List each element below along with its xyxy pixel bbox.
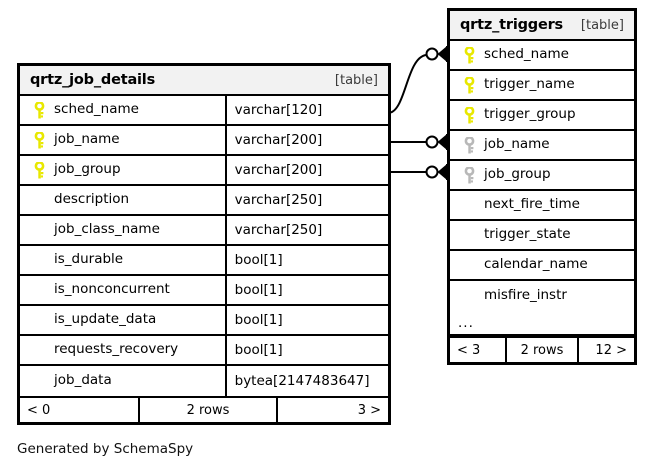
foreign-key-icon	[458, 136, 480, 154]
table-row[interactable]: trigger_state	[450, 221, 634, 251]
column-type-cell: varchar[250]	[224, 186, 388, 214]
column-name-label: job_class_name	[54, 221, 160, 238]
column-name-label: description	[54, 191, 130, 208]
table-row[interactable]: is_durable bool[1]	[20, 246, 388, 276]
next-page-button[interactable]: 3 >	[276, 398, 388, 422]
table-row[interactable]: next_fire_time	[450, 191, 634, 221]
column-type-cell: bytea[2147483647]	[224, 366, 388, 396]
column-name-cell: misfire_instr	[450, 281, 634, 311]
table-row[interactable]: job_class_name varchar[250]	[20, 216, 388, 246]
column-name-cell: trigger_name	[450, 71, 634, 99]
table-footer: < 0 2 rows 3 >	[20, 396, 388, 422]
column-type-cell: bool[1]	[224, 306, 388, 334]
column-name-label: is_update_data	[54, 311, 157, 328]
column-name-cell: calendar_name	[450, 251, 634, 279]
next-page-button[interactable]: 12 >	[577, 338, 634, 362]
column-name-label: sched_name	[484, 46, 569, 63]
column-name-cell: job_class_name	[20, 216, 225, 244]
more-columns-indicator: ...	[450, 311, 634, 336]
primary-key-icon	[28, 101, 50, 119]
foreign-key-icon	[458, 166, 480, 184]
table-title: qrtz_triggers	[460, 17, 563, 33]
table-header: qrtz_job_details [table]	[20, 66, 388, 96]
table-row[interactable]: misfire_instr	[450, 281, 634, 311]
column-type-cell: varchar[120]	[224, 96, 388, 124]
table-row[interactable]: is_nonconcurrent bool[1]	[20, 276, 388, 306]
column-name-cell: is_nonconcurrent	[20, 276, 225, 304]
row-count-label: 2 rows	[138, 398, 276, 422]
table-row[interactable]: is_update_data bool[1]	[20, 306, 388, 336]
table-columns: sched_name trigger_name trigger_group job_n…	[450, 41, 634, 311]
column-name-label: trigger_name	[484, 76, 575, 93]
column-type-cell: varchar[200]	[224, 156, 388, 184]
prev-page-button[interactable]: < 3	[457, 342, 481, 358]
primary-key-icon	[458, 46, 480, 64]
column-name-label: calendar_name	[484, 256, 588, 273]
column-name-label: job_name	[484, 136, 550, 153]
table-title: qrtz_job_details	[30, 72, 156, 88]
relationship-job-group	[388, 164, 448, 180]
relationship-sched-name	[387, 46, 448, 114]
column-name-label: is_durable	[54, 251, 124, 268]
primary-key-icon	[458, 106, 480, 124]
column-name-cell: trigger_group	[450, 101, 634, 129]
primary-key-icon	[458, 76, 480, 94]
column-type-cell: bool[1]	[224, 246, 388, 274]
column-name-cell: sched_name	[20, 96, 225, 124]
table-kind-label: [table]	[334, 72, 378, 88]
column-name-label: requests_recovery	[54, 341, 179, 358]
table-columns: sched_name varchar[120] job_name varchar[20…	[20, 96, 388, 396]
column-name-cell: is_update_data	[20, 306, 225, 334]
column-name-label: trigger_group	[484, 106, 576, 123]
table-row[interactable]: sched_name varchar[120]	[20, 96, 388, 126]
table-row[interactable]: job_group varchar[200]	[20, 156, 388, 186]
column-name-cell: job_group	[450, 161, 634, 189]
table-row[interactable]: trigger_name	[450, 71, 634, 101]
column-name-cell: job_name	[450, 131, 634, 159]
column-name-label: trigger_state	[484, 226, 571, 243]
table-footer: < 3 2 rows 12 >	[450, 336, 634, 362]
table-row[interactable]: calendar_name	[450, 251, 634, 281]
column-name-cell: description	[20, 186, 225, 214]
column-name-label: job_name	[54, 131, 120, 148]
relationship-job-name	[388, 134, 448, 150]
column-name-cell: sched_name	[450, 41, 634, 69]
column-name-cell: is_durable	[20, 246, 225, 274]
column-name-label: misfire_instr	[484, 287, 567, 304]
table-qrtz-triggers[interactable]: qrtz_triggers [table] sched_name trigger_…	[447, 8, 637, 365]
column-name-label: is_nonconcurrent	[54, 281, 170, 298]
column-name-label: job_group	[54, 161, 121, 178]
column-type-cell: varchar[200]	[224, 126, 388, 154]
column-name-cell: trigger_state	[450, 221, 634, 249]
column-name-label: job_group	[484, 166, 551, 183]
table-row[interactable]: trigger_group	[450, 101, 634, 131]
column-name-cell: job_group	[20, 156, 225, 184]
column-name-label: job_data	[54, 372, 112, 389]
table-row[interactable]: requests_recovery bool[1]	[20, 336, 388, 366]
column-name-label: sched_name	[54, 101, 139, 118]
table-row[interactable]: job_name	[450, 131, 634, 161]
column-type-cell: bool[1]	[224, 336, 388, 364]
column-name-cell: next_fire_time	[450, 191, 634, 219]
column-name-cell: requests_recovery	[20, 336, 225, 364]
column-name-cell: job_data	[20, 366, 225, 396]
table-row[interactable]: sched_name	[450, 41, 634, 71]
table-header: qrtz_triggers [table]	[450, 11, 634, 41]
table-kind-label: [table]	[580, 17, 624, 33]
primary-key-icon	[28, 131, 50, 149]
table-row[interactable]: job_name varchar[200]	[20, 126, 388, 156]
column-type-cell: bool[1]	[224, 276, 388, 304]
table-row[interactable]: job_data bytea[2147483647]	[20, 366, 388, 396]
table-row[interactable]: job_group	[450, 161, 634, 191]
column-type-cell: varchar[250]	[224, 216, 388, 244]
primary-key-icon	[28, 161, 50, 179]
table-row[interactable]: description varchar[250]	[20, 186, 388, 216]
diagram-caption: Generated by SchemaSpy	[17, 441, 194, 457]
column-name-label: next_fire_time	[484, 196, 580, 213]
column-name-cell: job_name	[20, 126, 225, 154]
row-count-label: 2 rows	[505, 338, 577, 362]
prev-page-button[interactable]: < 0	[27, 402, 51, 418]
